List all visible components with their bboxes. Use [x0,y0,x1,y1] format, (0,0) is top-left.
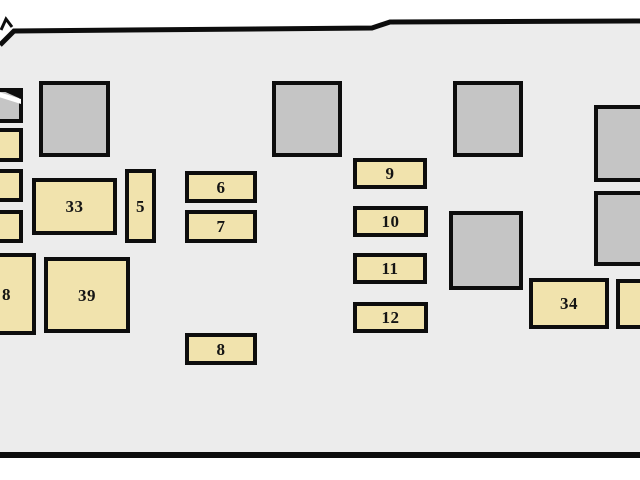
fuse-cutoff-left: 8 [0,253,36,335]
fuse-label: 5 [136,196,145,216]
fuse-label: 12 [381,308,400,327]
fuse-label: 34 [560,294,578,313]
fuse-7: 7 [185,210,257,243]
fuse-8: 8 [185,333,257,365]
relay-box [272,81,342,157]
relay-box [594,191,640,266]
fuse-33: 33 [32,178,117,235]
fuse-box-unlabeled [0,128,23,162]
fuse-box-unlabeled [0,210,23,243]
panel-bottom-border [0,452,640,458]
relay-box [39,81,110,157]
fuse-label: 8 [2,284,11,304]
relay-box [594,105,640,182]
fuse-39: 39 [44,257,130,333]
fuse-cutoff-right [616,279,640,329]
fuse-11: 11 [353,253,427,284]
fuse-12: 12 [353,302,428,333]
panel-top-border [0,0,640,47]
fuse-5: 5 [125,169,156,243]
fuse-label: 33 [65,197,84,216]
relay-box [449,211,523,290]
fuse-label: 7 [216,217,226,236]
fuse-label: 10 [381,212,400,231]
fuse-9: 9 [353,158,427,189]
fuse-10: 10 [353,206,428,237]
fuse-label: 39 [78,285,96,305]
fuse-6: 6 [185,171,257,203]
fuse-label: 6 [216,177,226,197]
fuse-label: 8 [216,339,226,359]
fuse-label: 11 [381,259,399,278]
relay-box-diagonal [0,88,23,123]
fuse-34: 34 [529,278,609,329]
relay-box [453,81,523,157]
fuse-box-unlabeled [0,169,23,202]
fuse-label: 9 [385,164,395,183]
